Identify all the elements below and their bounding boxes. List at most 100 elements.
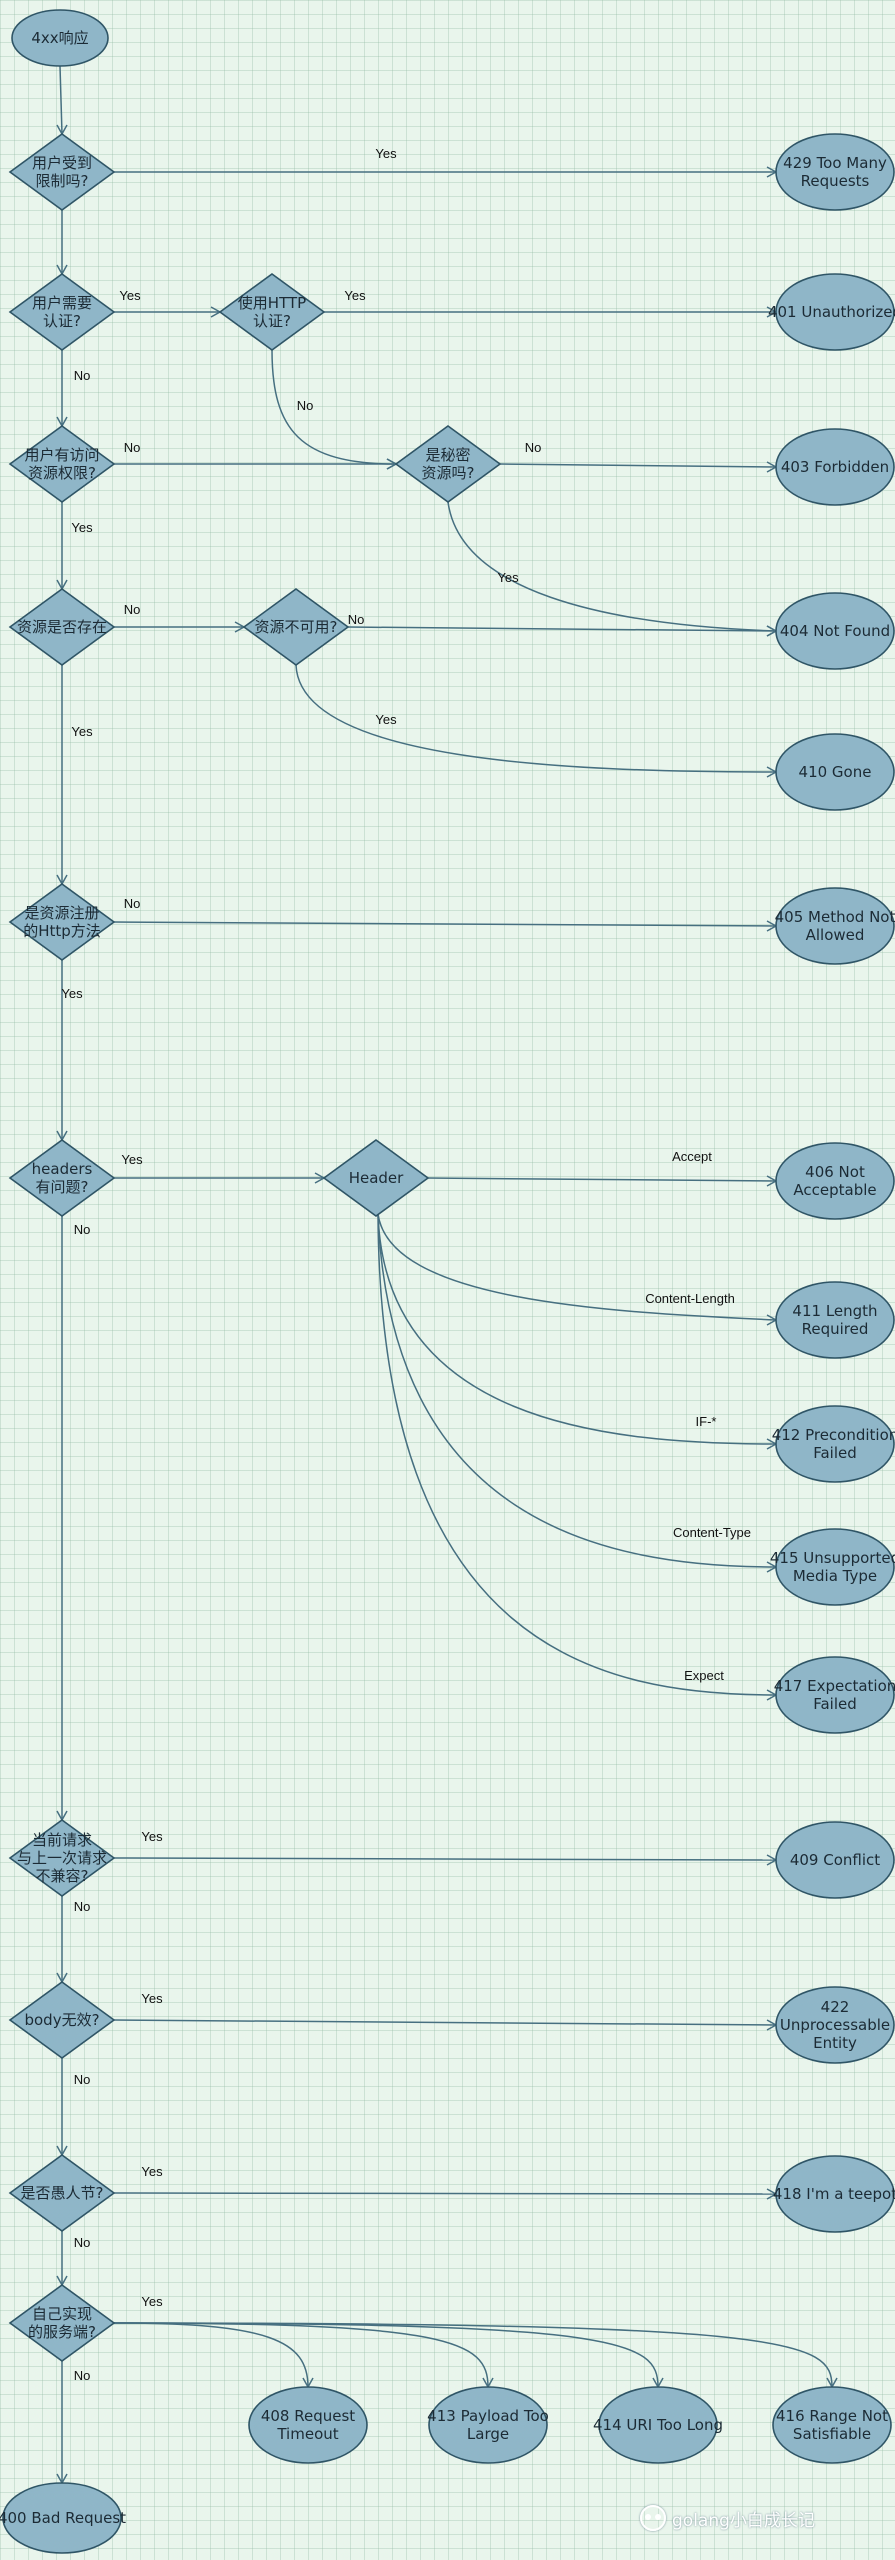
body_invalid-label-1: body无效?	[24, 2011, 99, 2029]
r412-label-2: Failed	[813, 1444, 857, 1462]
label-yes-rate: Yes	[375, 146, 397, 161]
is_secret-label-1: 是秘密	[425, 446, 470, 464]
r405-label-1: 405 Method Not	[775, 908, 895, 926]
node-start: 4xx响应	[11, 9, 109, 67]
r401-label-1: 401 Unauthorized	[768, 303, 895, 321]
header-label-1: Header	[349, 1169, 404, 1187]
use_http_auth-label-2: 认证?	[253, 312, 291, 330]
node-april_fools: 是否愚人节?	[8, 2154, 116, 2232]
label-no-needauth: No	[74, 368, 91, 383]
use_http_auth-label-1: 使用HTTP	[238, 294, 306, 312]
r408-label-2: Timeout	[276, 2425, 338, 2443]
r429-label-2: Requests	[801, 172, 870, 190]
conflict_check-label-1: 当前请求	[32, 1831, 92, 1849]
r429-label-1: 429 Too Many	[783, 154, 887, 172]
node-r401: 401 Unauthorized	[768, 273, 895, 351]
label-accept: Accept	[672, 1149, 712, 1164]
conflict_check-label-3: 不兼容?	[36, 1867, 89, 1885]
edge-april_fools-r418-line	[113, 2192, 777, 2195]
start-ellipse	[11, 9, 109, 67]
conflict_check-diamond	[8, 1819, 116, 1897]
node-r403: 403 Forbidden	[775, 428, 895, 506]
label-expect: Expect	[684, 1668, 724, 1683]
has_access-diamond	[8, 425, 116, 503]
label-no-headers: No	[74, 1222, 91, 1237]
node-r404: 404 Not Found	[775, 592, 895, 670]
r411-ellipse	[775, 1281, 895, 1359]
label-yes-headers: Yes	[121, 1152, 143, 1167]
label-yes-secret: Yes	[497, 570, 519, 585]
label-content-type: Content-Type	[673, 1525, 751, 1540]
label-no-method: No	[124, 896, 141, 911]
r417-label-2: Failed	[813, 1695, 857, 1713]
r412-ellipse	[775, 1405, 895, 1483]
exists-diamond	[8, 588, 116, 666]
r418-label-1: 418 I'm a teepot	[773, 2185, 895, 2203]
label-yes-access: Yes	[71, 520, 93, 535]
method_registered-diamond	[8, 883, 116, 961]
body_invalid-diamond	[8, 1981, 116, 2059]
edge-start-rate_limited-line	[59, 65, 63, 135]
need_auth-label-2: 认证?	[43, 312, 81, 330]
need_auth-label-1: 用户需要	[32, 294, 92, 312]
r429-ellipse	[775, 133, 895, 211]
r400-label-1: 400 Bad Request	[0, 2509, 126, 2527]
edge-custom_server-r414-line	[113, 2322, 659, 2388]
method_registered-label-1: 是资源注册	[24, 904, 99, 922]
custom_server-diamond	[8, 2284, 116, 2362]
edge-is_secret-r404-line	[447, 501, 777, 632]
node-exists: 资源是否存在	[8, 588, 116, 666]
use_http_auth-diamond	[218, 273, 326, 351]
watermark: golang小白成长记	[640, 2505, 815, 2531]
has_access-label-2: 资源权限?	[28, 464, 96, 482]
edge-method_registered-r405-line	[113, 921, 777, 927]
label-yes-needauth: Yes	[119, 288, 141, 303]
r406-label-2: Acceptable	[793, 1181, 876, 1199]
node-header: Header	[322, 1139, 430, 1217]
r409-label-1: 409 Conflict	[790, 1851, 880, 1869]
node-r409: 409 Conflict	[775, 1821, 895, 1899]
label-if-star: IF-*	[696, 1414, 717, 1429]
edge-is_secret-r403-line	[499, 463, 777, 468]
custom_server-label-2: 的服务端?	[28, 2323, 96, 2341]
r415-label-2: Media Type	[793, 1567, 877, 1585]
r405-ellipse	[775, 887, 895, 965]
edge-unavailable-r404-line	[347, 626, 777, 632]
label-no-httpauth: No	[297, 398, 314, 413]
edge-header-r406-line	[427, 1177, 777, 1182]
is_secret-label-2: 资源吗?	[422, 464, 475, 482]
headers_problem-label-1: headers	[32, 1160, 93, 1178]
label-no-exists: No	[124, 602, 141, 617]
label-no-access: No	[124, 440, 141, 455]
label-content-length: Content-Length	[645, 1291, 735, 1306]
edge-header-r411-line	[377, 1213, 777, 1321]
r422-label-1: 422	[821, 1998, 850, 2016]
r408-label-1: 408 Request	[261, 2407, 355, 2425]
label-no-body: No	[74, 2072, 91, 2087]
exists-label-1: 资源是否存在	[17, 618, 107, 636]
headers_problem-diamond	[8, 1139, 116, 1217]
edge-custom_server-r408-line	[113, 2322, 309, 2388]
r408-ellipse	[248, 2386, 368, 2464]
watermark-text: golang小白成长记	[672, 2510, 815, 2531]
r404-label-1: 404 Not Found	[780, 622, 890, 640]
r422-ellipse	[775, 1986, 895, 2064]
edge-unavailable-r410-line	[295, 664, 777, 773]
r410-ellipse	[775, 733, 895, 811]
april_fools-label-1: 是否愚人节?	[21, 2184, 104, 2202]
r406-label-1: 406 Not	[805, 1163, 865, 1181]
label-yes-method: Yes	[61, 986, 83, 1001]
april_fools-diamond	[8, 2154, 116, 2232]
need_auth-diamond	[8, 273, 116, 351]
